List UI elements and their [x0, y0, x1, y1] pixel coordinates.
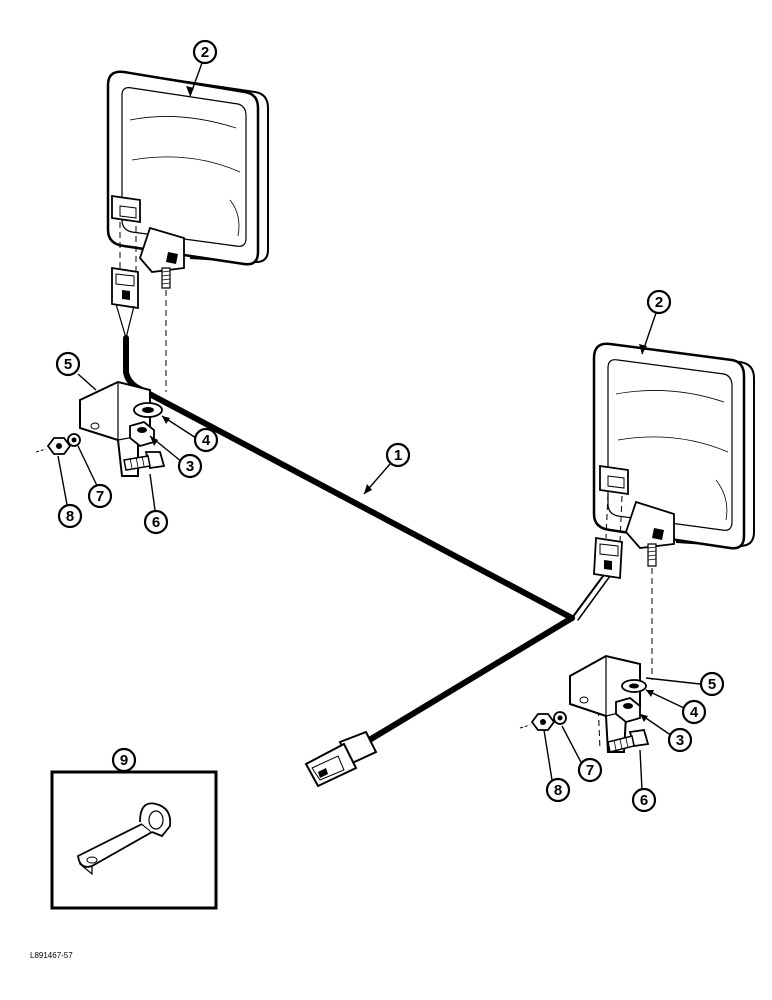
lamp-left	[106, 70, 269, 289]
svg-text:4: 4	[202, 432, 211, 449]
svg-text:3: 3	[676, 732, 684, 749]
connector-right	[593, 536, 623, 580]
callout-lamp-right: 2	[646, 289, 672, 315]
svg-text:6: 6	[640, 792, 648, 809]
callout-bracket-right: 5	[699, 671, 725, 697]
harness-end-connector	[304, 730, 378, 788]
svg-text:2: 2	[655, 294, 663, 311]
svg-text:7: 7	[586, 762, 594, 779]
lockwasher-right	[553, 711, 567, 725]
locknut-right	[519, 713, 556, 731]
svg-text:4: 4	[690, 704, 699, 721]
svg-text:5: 5	[64, 356, 72, 373]
callout-bolt-left: 6	[143, 509, 169, 535]
callout-lockwasher-right: 7	[577, 757, 603, 783]
leader-arrowheads	[150, 86, 654, 722]
clip-drawing	[77, 802, 172, 876]
locknut-left	[35, 437, 72, 455]
nut-right	[615, 697, 641, 723]
connector-left	[111, 266, 139, 341]
callout-lockwasher-left: 7	[87, 483, 113, 509]
svg-text:8: 8	[66, 508, 74, 525]
washer-right	[621, 679, 647, 693]
callout-locknut-left: 8	[57, 503, 83, 529]
callout-bolt-right: 6	[631, 787, 657, 813]
wiring-harness	[123, 335, 611, 745]
svg-text:6: 6	[152, 514, 160, 531]
svg-text:3: 3	[186, 458, 194, 475]
svg-text:7: 7	[96, 488, 104, 505]
callout-locknut-right: 8	[545, 777, 571, 803]
callout-harness: 1	[385, 442, 411, 468]
bolt-right	[607, 728, 650, 753]
callout-clip-inset: 9	[111, 747, 137, 773]
svg-text:9: 9	[120, 752, 128, 769]
svg-text:5: 5	[708, 676, 716, 693]
alignment-lines-right	[597, 493, 653, 751]
lockwasher-left	[67, 433, 81, 447]
callout-nut-right: 3	[667, 727, 693, 753]
svg-text:1: 1	[394, 447, 402, 464]
callout-bracket-left: 5	[55, 351, 81, 377]
callout-lamp-left: 2	[192, 39, 218, 65]
callout-washer-left: 4	[193, 427, 219, 453]
reference-code: L891467-57	[30, 951, 73, 960]
callout-nut-left: 3	[177, 453, 203, 479]
bracket-right	[569, 654, 641, 753]
clip-inset	[50, 770, 218, 910]
bolt-left	[123, 451, 166, 471]
callout-washer-right: 4	[681, 699, 707, 725]
lamp-right	[592, 342, 755, 567]
washer-left	[133, 402, 163, 418]
svg-text:2: 2	[201, 44, 209, 61]
svg-text:8: 8	[554, 782, 562, 799]
